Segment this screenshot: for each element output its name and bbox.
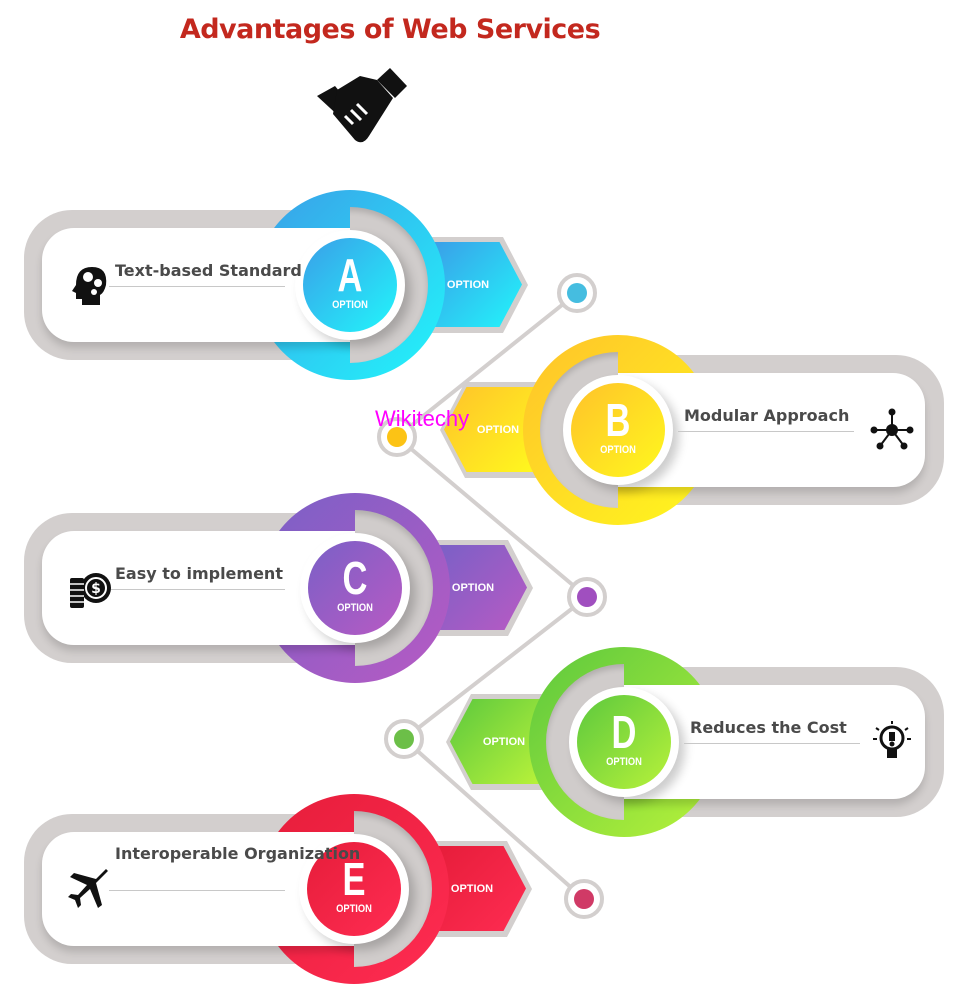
network-nodes-icon (870, 408, 914, 452)
option-tab-label: OPTION (450, 882, 494, 895)
title-underline (109, 286, 285, 287)
title-underline (109, 589, 285, 590)
option-letter: A (337, 249, 363, 301)
page-title: Advantages of Web Services (179, 14, 601, 45)
option-tab-label: OPTION (446, 278, 490, 291)
option-badge: D OPTION (577, 695, 671, 789)
option-letter: C (342, 552, 368, 604)
option-badge: C OPTION (308, 541, 402, 635)
watermark: Wikitechy (375, 406, 470, 431)
svg-text:$: $ (91, 581, 101, 597)
option-letter: D (611, 706, 637, 758)
title-underline (109, 890, 285, 891)
advantage-title: Modular Approach (684, 406, 850, 425)
head-gears-icon (68, 263, 112, 307)
connector-node (564, 879, 604, 919)
handshake-icon (317, 68, 407, 143)
option-tab-label: OPTION (476, 423, 520, 436)
advantage-title: Interoperable Organization (115, 844, 361, 863)
option-caption: OPTION (336, 903, 372, 915)
option-badge: A OPTION (303, 238, 397, 332)
title-underline (684, 743, 860, 744)
option-badge: E OPTION (307, 842, 401, 936)
title-underline (678, 431, 854, 432)
connector-node (377, 417, 417, 457)
option-letter: E (342, 853, 366, 905)
advantage-title: Easy to implement (115, 564, 283, 583)
airplane-icon (68, 867, 112, 911)
lightbulb-icon (870, 720, 914, 764)
connector-node (384, 719, 424, 759)
option-tab-label: OPTION (482, 735, 526, 748)
advantage-title: Reduces the Cost (690, 718, 847, 737)
connector-node (567, 577, 607, 617)
coins-dollar-icon: $ (68, 566, 112, 610)
option-tab: OPTION (428, 237, 528, 333)
option-badge: B OPTION (571, 383, 665, 477)
option-caption: OPTION (600, 444, 636, 456)
option-caption: OPTION (606, 756, 642, 768)
option-letter: B (605, 394, 631, 446)
option-tab-label: OPTION (451, 581, 495, 594)
advantage-title: Text-based Standard (115, 261, 302, 280)
option-caption: OPTION (337, 602, 373, 614)
connector-node (557, 273, 597, 313)
option-caption: OPTION (332, 299, 368, 311)
